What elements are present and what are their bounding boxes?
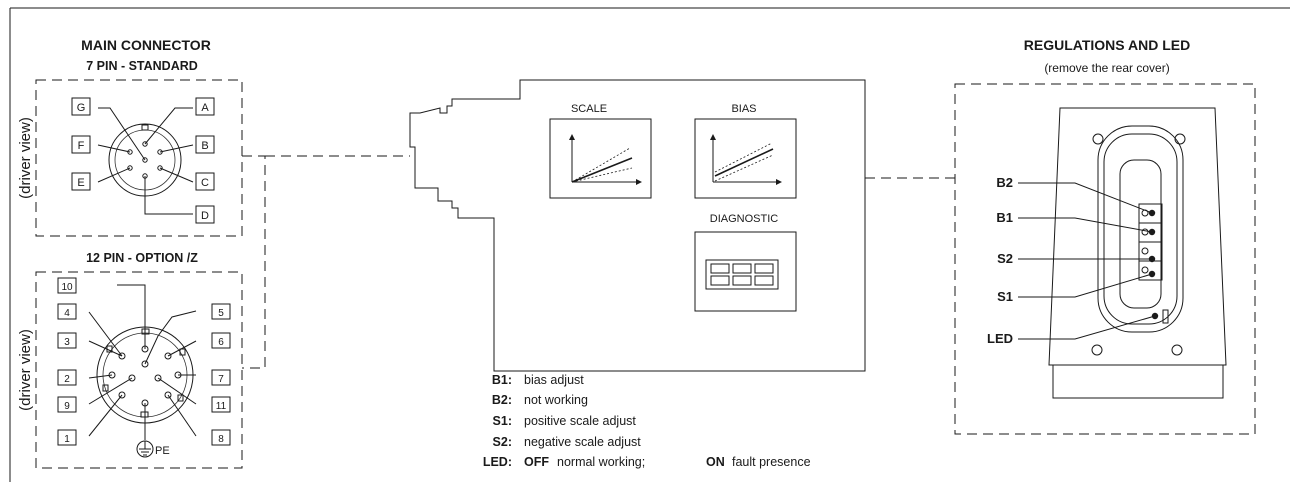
- legend-key-b1: B1:: [492, 373, 512, 387]
- callout-b2: B2: [996, 175, 1013, 190]
- legend-text-b2: not working: [524, 393, 588, 407]
- diagnostic-display-icon: [705, 259, 779, 290]
- main-connector-title: MAIN CONNECTOR: [81, 37, 211, 53]
- pin7-box: [35, 79, 243, 237]
- pin7-label-c: C: [201, 177, 209, 189]
- legend-text-s2: negative scale adjust: [524, 435, 641, 449]
- pin12-box: [35, 271, 243, 469]
- pin12-label-11: 11: [216, 401, 227, 412]
- legend-led-on-label: ON: [706, 455, 725, 469]
- legend: B1: bias adjust B2: not working S1: posi…: [483, 373, 811, 469]
- regulations-box: [954, 83, 1256, 435]
- pin7-label-e: E: [77, 177, 84, 189]
- driver-device-body: [409, 79, 866, 372]
- pin7-title: 7 PIN - STANDARD: [86, 59, 198, 73]
- driver-view-label-7pin: (driver view): [17, 117, 34, 199]
- pin12-label-2: 2: [64, 374, 70, 385]
- pin12-title: 12 PIN - OPTION /Z: [86, 251, 198, 265]
- bias-graph-icon: [710, 134, 782, 185]
- bias-label: BIAS: [731, 103, 756, 115]
- driver-view-label-12pin: (driver view): [17, 329, 34, 411]
- connector-7pin-key: [141, 124, 149, 131]
- callout-b1: B1: [996, 210, 1013, 225]
- pin12-label-3: 3: [64, 337, 70, 348]
- legend-led-off-label: OFF: [524, 455, 549, 469]
- rear-panel-drawing: [1048, 107, 1227, 399]
- pin7-label-b: B: [201, 140, 208, 152]
- pin12-labels: 10 4 3 2 9 1 5 6 7 11 8: [57, 277, 231, 446]
- scale-label: SCALE: [571, 103, 607, 115]
- regulations-subtitle: (remove the rear cover): [1044, 61, 1169, 75]
- regulations-title: REGULATIONS AND LED: [1024, 37, 1190, 53]
- connector-link-bracket: [242, 155, 266, 369]
- pin12-label-10: 10: [61, 282, 73, 293]
- pe-label: PE: [155, 445, 170, 457]
- connector-7pin-drawing: [97, 107, 194, 215]
- pin12-label-9: 9: [64, 401, 70, 412]
- legend-text-s1: positive scale adjust: [524, 414, 636, 428]
- pin12-label-7: 7: [218, 374, 224, 385]
- legend-key-led: LED:: [483, 455, 512, 469]
- pin7-label-f: F: [78, 140, 85, 152]
- legend-led-off-text: normal working;: [557, 455, 645, 469]
- pin7-label-g: G: [77, 102, 86, 114]
- diagnostic-panel: [694, 231, 797, 312]
- regulation-callouts: [1018, 182, 1159, 340]
- diagnostic-label: DIAGNOSTIC: [710, 213, 779, 225]
- legend-text-b1: bias adjust: [524, 373, 584, 387]
- pin12-label-5: 5: [218, 308, 224, 319]
- callout-s1: S1: [997, 289, 1013, 304]
- pin12-label-4: 4: [64, 308, 70, 319]
- pin12-label-8: 8: [218, 434, 224, 445]
- pin7-labels: A B C D E F G: [71, 97, 215, 224]
- callout-s2: S2: [997, 251, 1013, 266]
- pin12-label-6: 6: [218, 337, 224, 348]
- pin7-label-a: A: [201, 102, 209, 114]
- scale-graph-icon: [569, 134, 642, 185]
- callout-led: LED: [987, 331, 1013, 346]
- pin7-label-d: D: [201, 210, 209, 222]
- legend-key-b2: B2:: [492, 393, 512, 407]
- bias-panel: [694, 118, 797, 199]
- legend-key-s2: S2:: [493, 435, 512, 449]
- legend-key-s1: S1:: [493, 414, 512, 428]
- legend-led-on-text: fault presence: [732, 455, 811, 469]
- connector-12pin-drawing: [88, 284, 197, 458]
- pin12-label-1: 1: [64, 434, 70, 445]
- scale-panel: [549, 118, 652, 199]
